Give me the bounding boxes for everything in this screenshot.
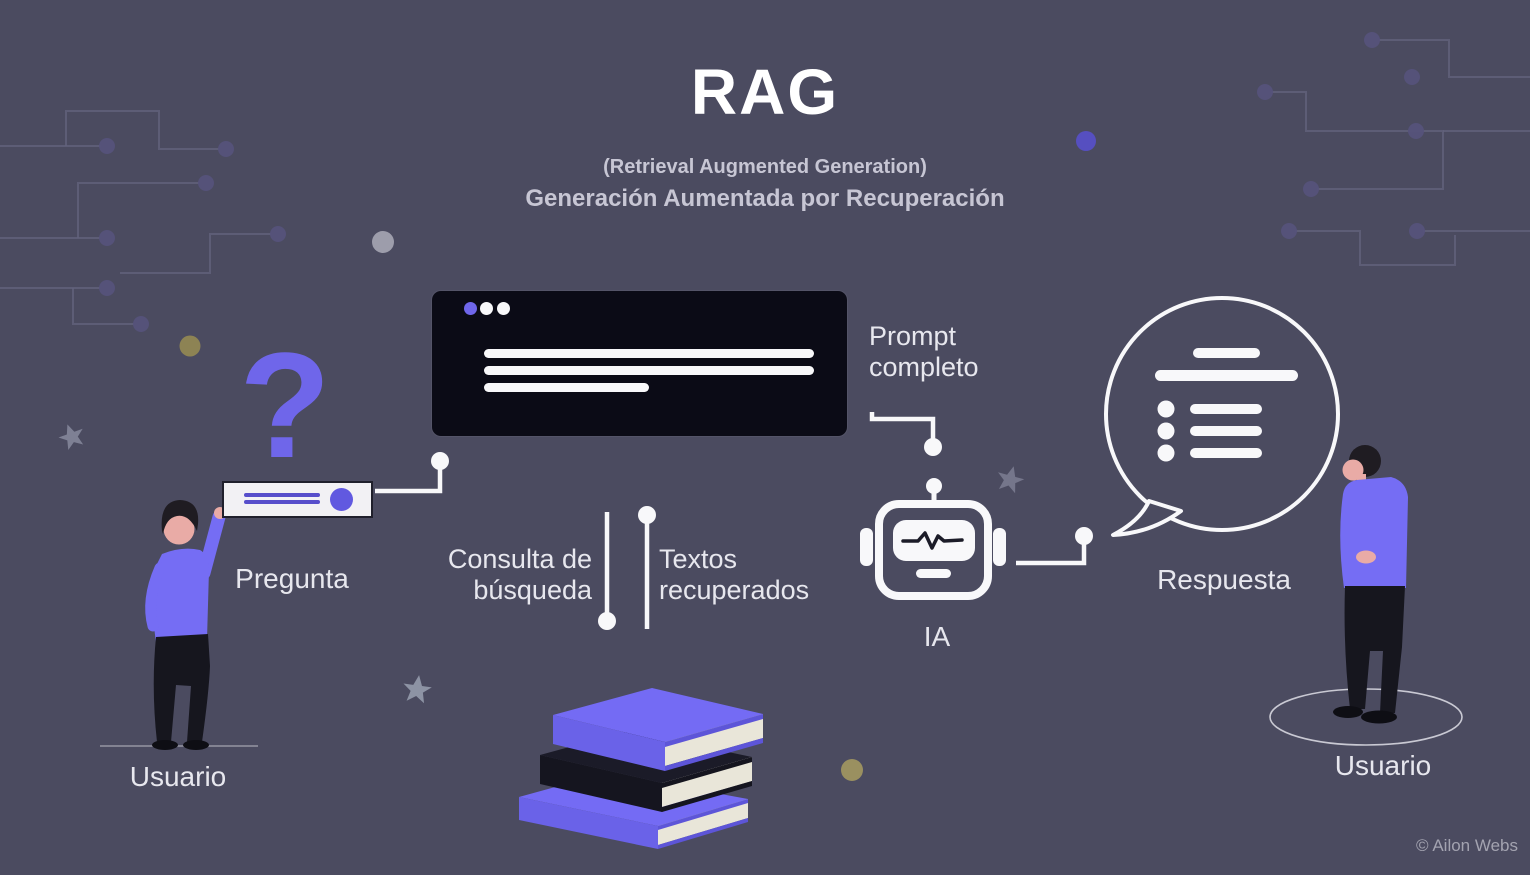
flow-connectors xyxy=(375,412,1093,630)
question-mark-icon: ? xyxy=(239,321,331,489)
full-prompt-label: Prompt completo xyxy=(869,321,1069,383)
search-bar-illustration xyxy=(222,481,373,518)
answer-label: Respuesta xyxy=(1157,564,1291,595)
search-query-line2: búsqueda xyxy=(473,575,592,605)
books-icon xyxy=(519,688,763,849)
ai-label: IA xyxy=(923,621,951,652)
window-dot xyxy=(496,301,510,315)
window-dot xyxy=(479,301,493,315)
copyright-credit: © Ailon Webs xyxy=(1416,836,1518,855)
purple-dot xyxy=(1076,131,1096,151)
user-right-illustration xyxy=(1269,445,1463,746)
search-text-line xyxy=(244,493,320,497)
subtitle-english: (Retrieval Augmented Generation) xyxy=(603,156,927,178)
window-dot-purple xyxy=(463,301,477,315)
prompt-text-line xyxy=(484,366,814,375)
robot-icon xyxy=(860,478,1006,600)
page-title: RAG xyxy=(690,56,840,128)
question-label: Pregunta xyxy=(235,563,349,594)
decor-shapes xyxy=(58,131,1096,781)
search-button-circle xyxy=(330,488,353,511)
olive-dot xyxy=(179,335,201,357)
star-icon xyxy=(58,424,84,450)
retrieved-texts-label: Textos recuperados xyxy=(659,544,859,606)
full-prompt-line2: completo xyxy=(869,352,979,382)
full-prompt-line1: Prompt xyxy=(869,321,957,351)
star-icon xyxy=(998,466,1025,494)
gold-dot xyxy=(841,759,863,781)
retrieved-texts-line1: Textos xyxy=(659,544,738,574)
circuit-decoration-left xyxy=(0,110,286,332)
gray-dot xyxy=(372,231,394,253)
circuit-decoration-right xyxy=(1257,32,1530,266)
subtitle-spanish: Generación Aumentada por Recuperación xyxy=(525,185,1005,212)
speech-bubble-icon xyxy=(1104,296,1340,537)
search-query-line1: Consulta de xyxy=(447,544,592,574)
star-icon xyxy=(403,675,432,704)
search-query-label: Consulta de búsqueda xyxy=(422,544,592,606)
prompt-text-line xyxy=(484,349,814,358)
user-right-label: Usuario xyxy=(1334,750,1432,781)
user-left-illustration xyxy=(100,500,258,750)
prompt-window xyxy=(432,291,847,436)
retrieved-texts-line2: recuperados xyxy=(659,575,810,605)
user-left-label: Usuario xyxy=(129,761,227,792)
search-text-line xyxy=(244,500,320,504)
prompt-text-line xyxy=(484,383,649,392)
